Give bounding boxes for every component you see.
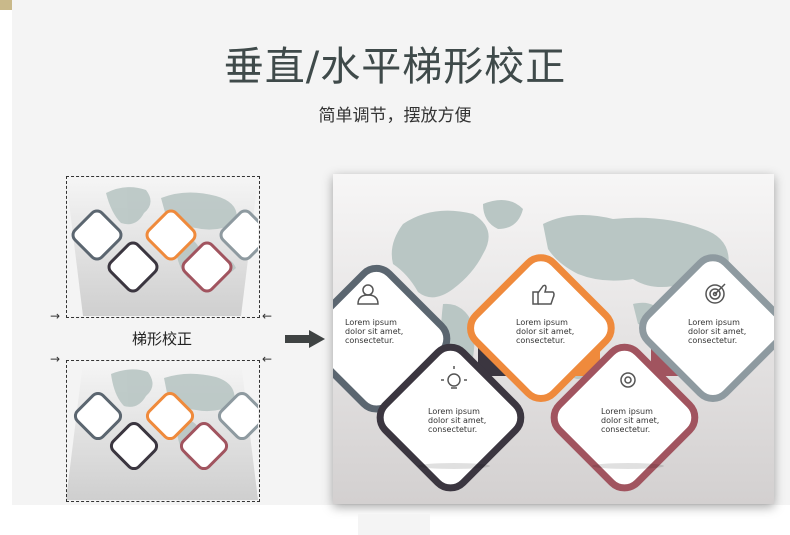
page-title: 垂直/水平梯形校正: [223, 44, 567, 90]
card-4: [550, 343, 699, 492]
card-2-line-3: consectetur.: [428, 425, 477, 434]
keystone-caption: 梯形校正: [131, 330, 192, 348]
lightbulb-icon: [441, 366, 467, 389]
thumbnail-slide-image: [66, 178, 258, 316]
card-4-line-2: dolor sit amet,: [601, 416, 659, 425]
target-icon: [705, 283, 726, 304]
vertical-keystone-guide: [66, 176, 260, 318]
bottom-tab-stub: [358, 514, 430, 535]
card-1-line-3: consectetur.: [345, 336, 394, 345]
horizontal-keystone-guide: [66, 360, 260, 502]
card-2-line-2: dolor sit amet,: [428, 416, 486, 425]
card-5-line-1: Lorem ipsum: [688, 318, 740, 327]
corner-marker: [0, 0, 12, 10]
card-5-line-3: consectetur.: [688, 336, 737, 345]
card-5: [639, 254, 774, 402]
card-4-line-1: Lorem ipsum: [601, 407, 653, 416]
card-3: [467, 254, 615, 402]
thumbnail-slide-image: [66, 362, 258, 500]
card-1-line-1: Lorem ipsum: [345, 318, 397, 327]
gear-icon: [620, 372, 636, 388]
card-3-line-3: consectetur.: [516, 336, 565, 345]
arrow-down-right-icon: →: [50, 352, 61, 366]
card-4-line-3: consectetur.: [601, 425, 650, 434]
thumbnail-vertical-keystone: [66, 178, 258, 316]
arrow-right-icon: [285, 330, 325, 352]
arrow-right-icon: →: [50, 309, 61, 323]
card-2: [376, 343, 525, 492]
arrow-left-icon: ←: [262, 309, 273, 323]
thumbs-up-icon: [532, 284, 555, 305]
card-3-line-1: Lorem ipsum: [516, 318, 568, 327]
card-5-line-2: dolor sit amet,: [688, 327, 746, 336]
corrected-slide: Lorem ipsum dolor sit amet, consectetur.…: [333, 174, 774, 504]
slide-image: Lorem ipsum dolor sit amet, consectetur.…: [333, 174, 774, 504]
card-2-line-1: Lorem ipsum: [428, 407, 480, 416]
card-3-line-2: dolor sit amet,: [516, 327, 574, 336]
user-icon: [357, 284, 379, 305]
card-1-line-2: dolor sit amet,: [345, 327, 403, 336]
arrow-down-left-icon: ←: [262, 352, 273, 366]
thumbnail-horizontal-keystone: [66, 362, 258, 500]
page-subtitle: 简单调节，摆放方便: [318, 106, 472, 126]
